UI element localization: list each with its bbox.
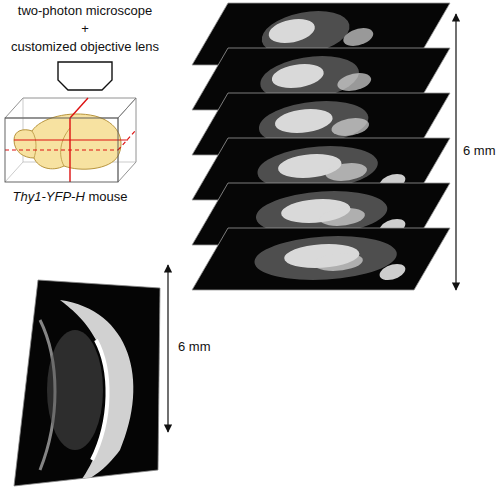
mouse-brain-box	[5, 98, 136, 182]
instrument-label: customized objective lens	[11, 40, 159, 55]
instrument-label: two-photon microscope	[18, 4, 152, 19]
dimension-arrow	[455, 14, 456, 290]
single-section-image	[14, 280, 160, 486]
mouse-line-label: Thy1-YFP-H mouse	[13, 190, 128, 205]
dimension-label: 6 mm	[463, 144, 496, 159]
dimension-arrow	[167, 265, 168, 432]
objective-lens	[58, 62, 112, 90]
plus-sign: +	[81, 22, 89, 37]
dimension-label: 6 mm	[178, 340, 211, 355]
section-slice	[192, 228, 450, 290]
image-stack	[192, 3, 450, 290]
